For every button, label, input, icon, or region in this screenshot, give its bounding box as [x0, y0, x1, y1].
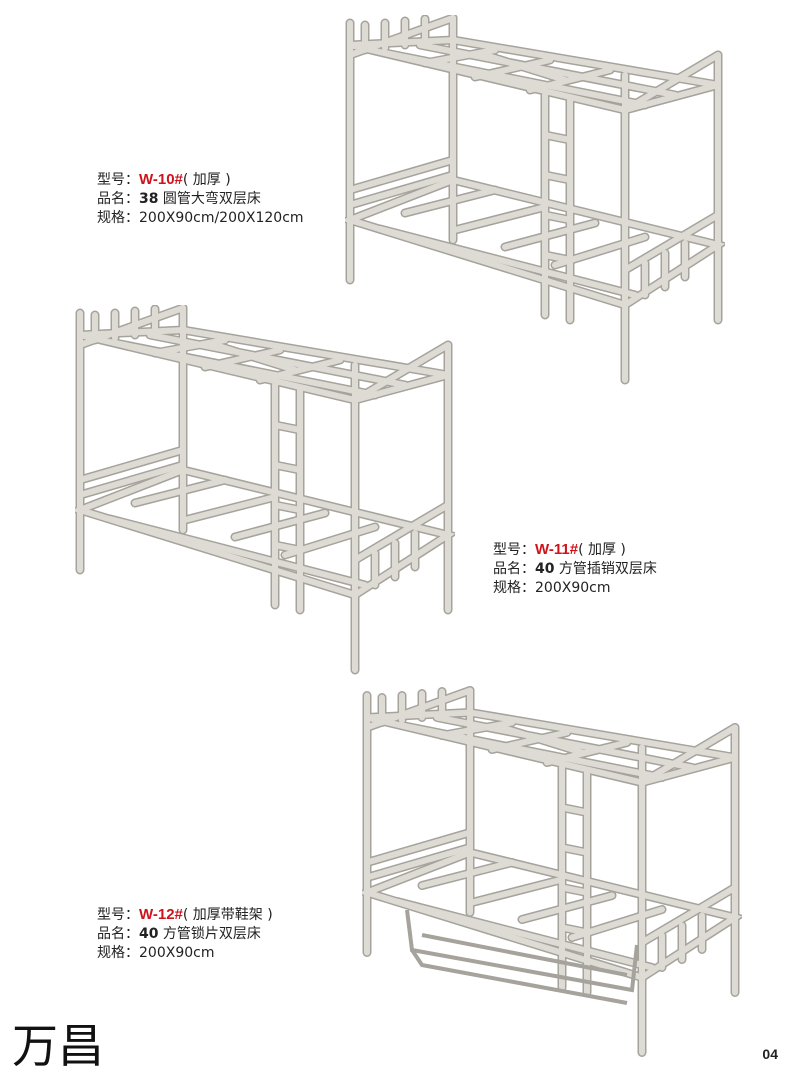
name-label: 品名： [97, 926, 139, 942]
size-label: 规格： [97, 210, 139, 226]
model-number: W-10# [139, 171, 183, 188]
model-label: 型号： [97, 172, 139, 188]
product-size: 200X90cm [139, 945, 215, 961]
product-name: 方管锁片双层床 [158, 926, 261, 942]
model-note: ( 加厚 ) [578, 542, 626, 558]
bed-image-w11 [75, 305, 455, 675]
name-label: 品名： [493, 561, 535, 577]
product-size: 200X90cm [535, 580, 611, 596]
tube-size: 40 [139, 926, 159, 942]
product-name: 方管插销双层床 [554, 561, 657, 577]
shoe-rack [405, 909, 639, 1005]
product-spec-w12: 型号：W-12#( 加厚带鞋架 ) 品名：40 方管锁片双层床 规格：200X9… [97, 905, 273, 963]
name-label: 品名： [97, 191, 139, 207]
tube-size: 40 [535, 561, 555, 577]
size-label: 规格： [97, 945, 139, 961]
brand-name: 万昌 [12, 1019, 104, 1073]
model-number: W-12# [139, 906, 183, 923]
model-note: ( 加厚 ) [182, 172, 231, 188]
bed-image-w12 [362, 685, 742, 1060]
model-number: W-11# [535, 541, 579, 558]
model-label: 型号： [493, 542, 535, 558]
model-label: 型号： [97, 907, 139, 923]
page-number: 04 [762, 1046, 778, 1062]
product-name: 圆管大弯双层床 [158, 191, 261, 207]
tube-size: 38 [139, 191, 159, 207]
product-spec-w10: 型号：W-10#( 加厚 ) 品名：38 圆管大弯双层床 规格：200X90cm… [97, 170, 304, 228]
product-size: 200X90cm/200X120cm [139, 210, 304, 226]
model-note: ( 加厚带鞋架 ) [182, 907, 273, 923]
size-label: 规格： [493, 580, 535, 596]
product-spec-w11: 型号：W-11#( 加厚 ) 品名：40 方管插销双层床 规格：200X90cm [493, 540, 657, 598]
